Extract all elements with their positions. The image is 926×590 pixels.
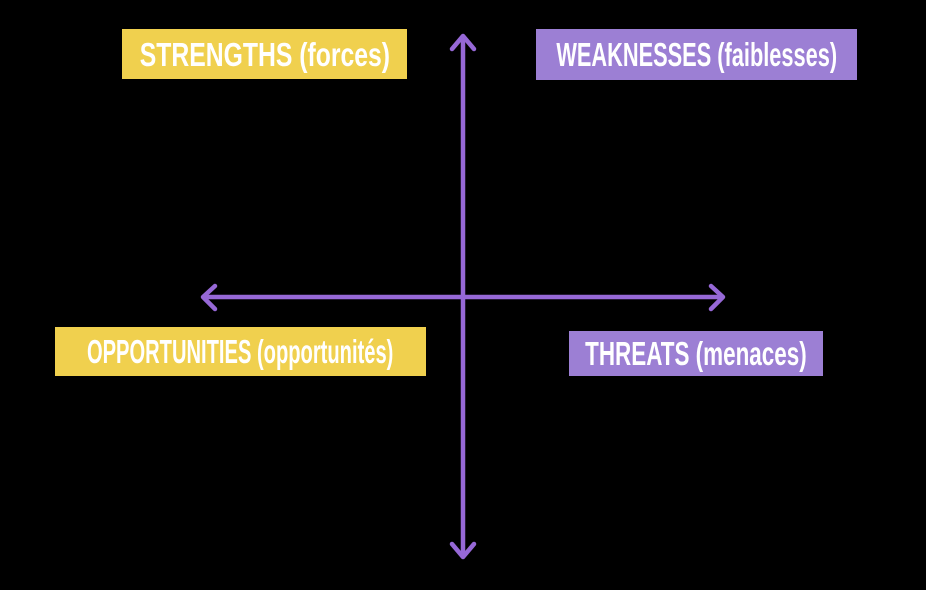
arrowhead-right-icon [708, 283, 726, 312]
threats-label-text: THREATS (menaces) [585, 335, 807, 372]
axis-group [200, 33, 726, 560]
arrowhead-up-icon [449, 33, 477, 52]
opportunities-label: OPPORTUNITIES (opportunités) [55, 327, 426, 376]
weaknesses-label: WEAKNESSES (faiblesses) [536, 29, 857, 80]
strengths-label: STRENGTHS (forces) [122, 29, 407, 79]
arrowhead-left-icon [200, 283, 218, 312]
weaknesses-label-text: WEAKNESSES (faiblesses) [556, 36, 837, 73]
threats-label: THREATS (menaces) [569, 331, 823, 376]
arrowhead-down-icon [449, 541, 477, 560]
strengths-label-text: STRENGTHS (forces) [139, 35, 390, 73]
opportunities-label-text: OPPORTUNITIES (opportunités) [87, 333, 394, 370]
